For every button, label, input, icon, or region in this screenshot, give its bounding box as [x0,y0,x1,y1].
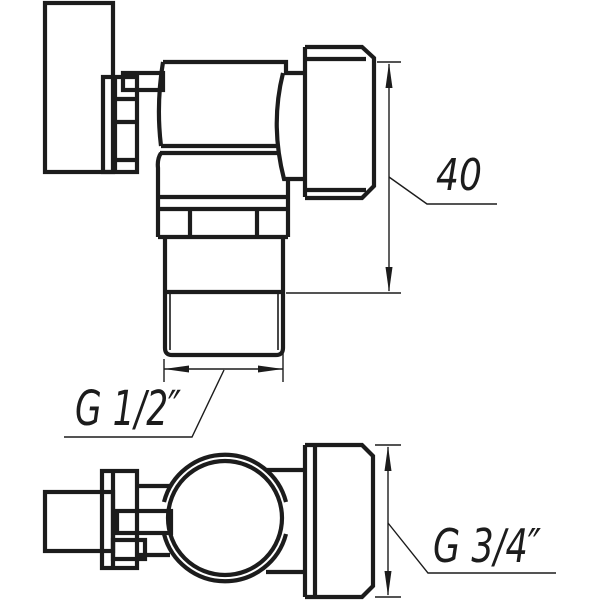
front-view [42,0,377,358]
dim-40-leader [388,176,497,205]
dimension-40: 40 [286,61,497,294]
dim-g34-arrow-down [384,571,392,596]
thread-label-g34: G 3/4″ [433,519,541,573]
handle-stem [100,74,140,175]
plan-view [42,442,376,600]
flange-and-hex [155,197,291,240]
threaded-outlet [162,237,286,358]
ball-body-circle [165,458,285,578]
neck-connectors [266,467,305,575]
dim-40-arrow-down [385,267,393,292]
stem-connectors [137,483,170,558]
dimension-g34: G 3/4″ [375,444,556,598]
cap-nut-plan [302,442,376,600]
stem-box-lower [110,537,148,562]
thread-root-lines [169,294,279,350]
valve-body-outline [155,59,305,200]
dim-g12-arrow-left [164,365,189,373]
stem-detail-lines [115,96,137,163]
body-waist-lines [160,143,280,156]
dimension-g12: G 1/2″ [64,295,284,438]
dim-40-arrow-up [385,63,393,88]
stem-tab [120,70,166,93]
thread-label-g12: G 1/2″ [75,381,181,437]
dimensions: 40 G 1/2″ G 3/4″ [64,61,556,598]
dim-g12-arrow-right [258,365,283,373]
cap-nut-front [302,44,377,201]
cap-nut-chamfer-lines [305,56,366,193]
dim-g34-lines [375,444,401,598]
stem-block-plan [99,468,140,571]
ball-flange-arcs [161,452,289,584]
dim-g12-leader [64,369,225,438]
dim-g34-leader [387,522,556,574]
dim-40-label: 40 [436,150,482,201]
stem-box-upper [114,508,174,536]
dim-g34-arrow-up [384,446,392,471]
